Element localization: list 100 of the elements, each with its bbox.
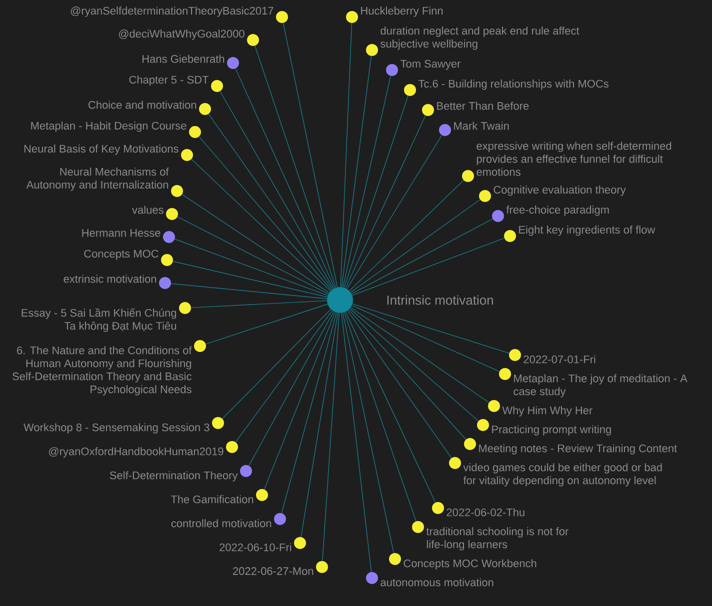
link-line	[222, 309, 332, 419]
node-dot	[166, 208, 178, 220]
link-line	[352, 304, 510, 354]
node-label: Intrinsic motivation	[387, 295, 493, 305]
link-line	[350, 308, 479, 422]
node-label: 2022-06-02-Thu	[446, 508, 524, 516]
node-label: Practicing prompt writing	[492, 425, 611, 436]
link-line	[300, 312, 338, 538]
link-line	[235, 310, 333, 442]
node-label: values	[132, 206, 164, 214]
node-label: 2022-06-27-Mon	[233, 567, 314, 575]
node-dot	[212, 417, 224, 429]
link-line	[206, 304, 328, 344]
node-dot	[240, 465, 252, 477]
node-label: autonomous motivation	[380, 578, 494, 586]
node-label: Better Than Before	[437, 102, 529, 110]
node-dot	[464, 438, 476, 450]
node-dot	[226, 441, 238, 453]
link-line	[264, 312, 336, 490]
link-line	[341, 56, 372, 288]
link-line	[191, 158, 331, 292]
link-line	[342, 312, 394, 554]
node-dot	[432, 502, 444, 514]
link-line	[348, 309, 466, 440]
link-line	[347, 310, 452, 458]
node-dot	[171, 185, 183, 197]
link-line	[345, 312, 436, 503]
node-dot	[189, 126, 201, 138]
node-dot	[504, 230, 516, 242]
link-line	[208, 114, 333, 290]
node-label: Cognitive evaluation theory	[494, 186, 626, 196]
link-line	[170, 283, 328, 300]
node-dot	[422, 104, 434, 116]
node-label: Huckleberry Finn	[361, 6, 443, 17]
node-label: Tom Sawyer	[400, 60, 461, 70]
node-label: Neural Mechanisms of Autonomy and Internalization	[26, 168, 169, 191]
node-label: Neural Basis of Key Motivations	[24, 144, 178, 155]
node-dot	[404, 84, 416, 96]
node-dot	[256, 489, 268, 501]
node-label: Mark Twain	[454, 122, 509, 130]
node-label: Meeting notes - Review Training Content	[479, 444, 677, 454]
link-line	[344, 96, 408, 288]
link-line	[248, 311, 334, 466]
node-label: 2022-06-10-Fri	[220, 543, 292, 552]
node-label: traditional schooling is not for life-long learners	[426, 527, 568, 550]
node-dot	[509, 349, 521, 361]
node-dot	[488, 400, 500, 412]
node-dot	[366, 44, 378, 56]
link-line	[340, 22, 352, 288]
node-label: video games could be either good or bad for vitality depending on autonomy level	[463, 463, 662, 486]
node-label: Self-Determination Theory	[110, 471, 238, 482]
link-line	[198, 136, 332, 290]
link-line	[351, 218, 493, 294]
node-label: Workshop 8 - Sensemaking Session 3	[24, 423, 210, 434]
node-label: Concepts MOC Workbench	[404, 559, 536, 570]
link-line	[220, 91, 334, 289]
node-dot	[181, 149, 193, 161]
node-dot	[211, 80, 223, 92]
node-label: Chapter 5 - SDT	[129, 76, 209, 86]
node-dot	[449, 457, 461, 469]
link-line	[345, 115, 426, 288]
node-dot	[247, 34, 259, 46]
link-line	[190, 300, 328, 308]
node-dot	[294, 537, 306, 549]
link-line	[322, 312, 340, 562]
link-line	[350, 199, 480, 293]
link-line	[235, 68, 335, 288]
node-dot	[179, 302, 191, 314]
node-label: extrinsic motivation	[64, 274, 156, 283]
node-label: expressive writing when self-determined provides an effective funnel for difficult emotions	[476, 142, 672, 176]
node-label: Hans Giebenrath	[142, 54, 224, 63]
node-label: Hermann Hesse	[82, 229, 160, 237]
link-line	[177, 216, 329, 294]
node-label: @ryanOxfordHandbookHuman2019	[49, 447, 224, 458]
link-line	[174, 238, 328, 296]
node-dot	[316, 561, 328, 573]
link-line	[254, 46, 336, 288]
node-dot	[499, 368, 511, 380]
link-line	[182, 194, 330, 293]
link-line	[341, 312, 372, 572]
node-label: @deciWhatWhyGoal2000	[118, 30, 244, 40]
link-line	[350, 307, 490, 403]
node-dot	[346, 11, 358, 23]
node-label: Metaplan - Habit Design Course	[31, 122, 186, 132]
node-label: controlled motivation	[171, 519, 272, 528]
node-dot	[194, 340, 206, 352]
node-label: Tc.6 - Building relationships with MOCs	[418, 80, 609, 90]
node-dot	[477, 419, 489, 431]
node-label: Eight key ingredients of flow	[519, 226, 656, 236]
link-line	[282, 22, 338, 288]
link-line	[342, 76, 391, 288]
node-dot	[163, 231, 175, 243]
node-dot	[199, 103, 211, 115]
node-label: Why Him Why Her	[502, 406, 592, 416]
node-label: Essay - 5 Sai Lầm Khiến Chúng Ta không Đạt Mục Tiêu	[22, 308, 176, 332]
link-line	[349, 180, 464, 292]
node-dot	[462, 170, 474, 182]
node-label: 2022-07-01-Fri	[524, 355, 596, 364]
node-dot	[439, 124, 451, 136]
node-label: 6. The Nature and the Conditions of Human Autonomy and Flourishing Self-Determination Theory and Basic Psychological Needs	[12, 346, 192, 396]
